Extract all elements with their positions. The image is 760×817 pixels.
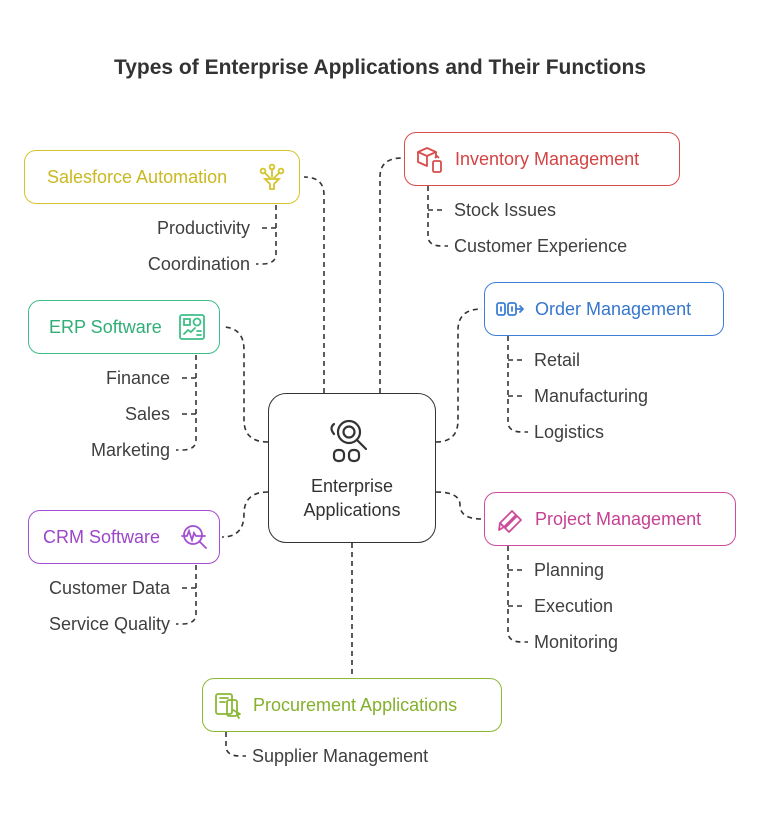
devices-icon [213,690,243,720]
crm-software-node: CRM Software [28,510,220,564]
salesforce-automation-label: Salesforce Automation [47,166,228,187]
list-item: Customer Experience [454,236,628,256]
dashboard-icon [177,312,207,342]
center-node: Enterprise Applications [268,393,436,543]
center-label-line1: Enterprise [310,476,394,496]
inventory-management-node: Inventory Management [404,132,680,186]
boxes-icon [415,144,445,174]
list-item: Customer Data [48,578,170,598]
connector-erp [221,326,269,443]
crm-software-label: CRM Software [43,526,161,547]
order-management-label: Order Management [535,298,692,319]
connector-order [435,308,483,443]
list-item: Marketing [90,440,170,460]
center-label-line2: Applications [303,500,401,520]
list-item: Retail [534,350,581,370]
list-item: Finance [105,368,170,388]
list-item: Monitoring [534,632,619,652]
list-item: Coordination [147,254,250,274]
list-item: Supplier Management [252,746,429,766]
salesforce-automation-node: Salesforce Automation [24,150,300,204]
inventory-management-label: Inventory Management [455,148,640,169]
project-management-label: Project Management [535,508,702,529]
order-management-node: Order Management [484,282,724,336]
diagram-title: Types of Enterprise Applications and The… [113,56,647,79]
procurement-applications-label: Procurement Applications [253,694,458,715]
pipeline-icon [495,294,525,324]
list-item: Service Quality [48,614,170,634]
erp-software-node: ERP Software [28,300,220,354]
funnel-nodes-icon [257,162,287,192]
list-item: Execution [534,596,614,616]
pencils-icon [495,504,525,534]
procurement-applications-node: Procurement Applications [202,678,502,732]
list-item: Sales [124,404,170,424]
connector-project [435,491,483,520]
pulse-search-icon [179,522,209,552]
list-item: Stock Issues [454,200,557,220]
list-item: Planning [534,560,605,580]
connector-crm [221,491,269,538]
connector-inventory [379,157,403,393]
connector-salesforce [303,176,325,393]
list-item: Manufacturing [534,386,649,406]
list-item: Productivity [156,218,250,238]
search-user-icon [325,418,377,464]
erp-software-label: ERP Software [49,316,162,337]
project-management-node: Project Management [484,492,736,546]
list-item: Logistics [534,422,605,442]
